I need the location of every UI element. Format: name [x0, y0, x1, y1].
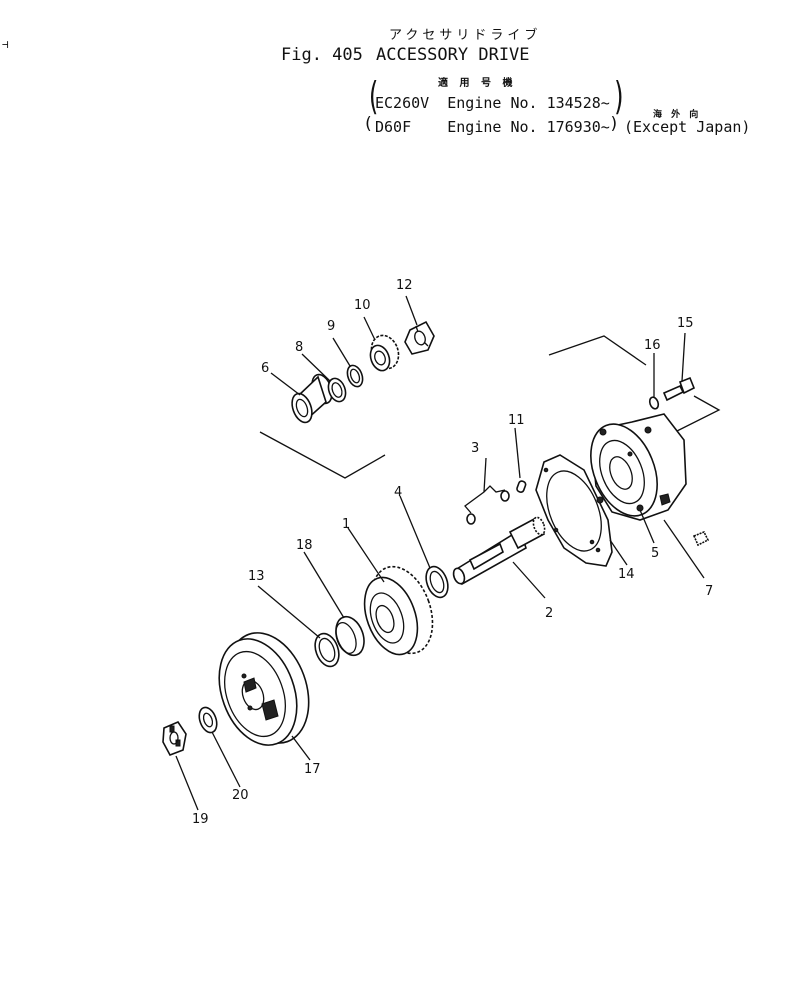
part-14-gasket: [535, 454, 613, 567]
part-17-pulley: [218, 632, 310, 746]
part-16-washer: [648, 396, 660, 410]
part-labels: 1 2 3 4 5 6 7 8 9 10 11 12 13 14 15 16 1…: [192, 278, 713, 827]
label-part-4: 4: [394, 485, 402, 500]
part-15-bolt: [662, 376, 696, 402]
label-part-1: 1: [342, 517, 350, 532]
label-part-2: 2: [545, 606, 553, 621]
title-japanese: アクセサリドライブ: [389, 28, 542, 43]
close-paren-2: ): [609, 114, 620, 134]
bracket-line-bolt: [674, 395, 721, 433]
part-12-nut: [404, 320, 435, 355]
corner-mark: ⊣: [2, 38, 9, 51]
label-part-9: 9: [327, 319, 335, 334]
leader-lines: [175, 295, 705, 811]
part-5-housing: [590, 413, 687, 521]
region-label: (Except Japan): [624, 118, 751, 136]
part-13-ring: [314, 632, 340, 668]
label-part-12: 12: [396, 278, 413, 293]
label-part-15: 15: [677, 316, 694, 331]
figure-label: Fig. 405: [281, 45, 363, 65]
part-7-plug: [692, 530, 710, 547]
applicability-line-2: D60F Engine No. 176930~: [375, 118, 610, 136]
label-part-3: 3: [471, 441, 479, 456]
label-part-16: 16: [644, 338, 661, 353]
figure-title: ACCESSORY DRIVE: [376, 45, 530, 65]
bracket-line-upper-left: [259, 431, 386, 479]
applicability-label-japanese: 適 用 号 機: [438, 78, 517, 89]
label-part-11: 11: [508, 413, 525, 428]
label-part-14: 14: [618, 567, 635, 582]
label-part-18: 18: [296, 538, 313, 553]
part-9-ring: [346, 364, 364, 388]
label-part-17: 17: [304, 762, 321, 777]
label-part-8: 8: [295, 340, 303, 355]
part-10-small-gear: [369, 334, 400, 372]
open-paren: (: [366, 74, 381, 119]
part-3-keys: [464, 457, 510, 525]
label-part-10: 10: [354, 298, 371, 313]
part-4-ring: [425, 565, 449, 599]
applicability-line-1: EC260V Engine No. 134528~: [375, 94, 610, 112]
label-part-20: 20: [232, 788, 249, 803]
part-11-pin: [516, 480, 527, 493]
part-20-washer: [198, 706, 218, 734]
label-part-5: 5: [651, 546, 659, 561]
label-part-13: 13: [248, 569, 265, 584]
label-part-19: 19: [192, 812, 209, 827]
label-part-7: 7: [705, 584, 713, 599]
region-label-japanese: 海 外 向: [653, 110, 702, 120]
part-6-bushing: [291, 373, 333, 424]
part-19-nut: [162, 721, 187, 756]
open-paren-2: (: [363, 114, 374, 134]
part-2-shaft: [452, 516, 546, 586]
part-8-ring: [327, 377, 347, 403]
bracket-line-upper-right: [548, 335, 647, 366]
close-paren: ): [612, 74, 627, 119]
label-part-6: 6: [261, 361, 269, 376]
part-1-large-gear: [363, 565, 434, 656]
